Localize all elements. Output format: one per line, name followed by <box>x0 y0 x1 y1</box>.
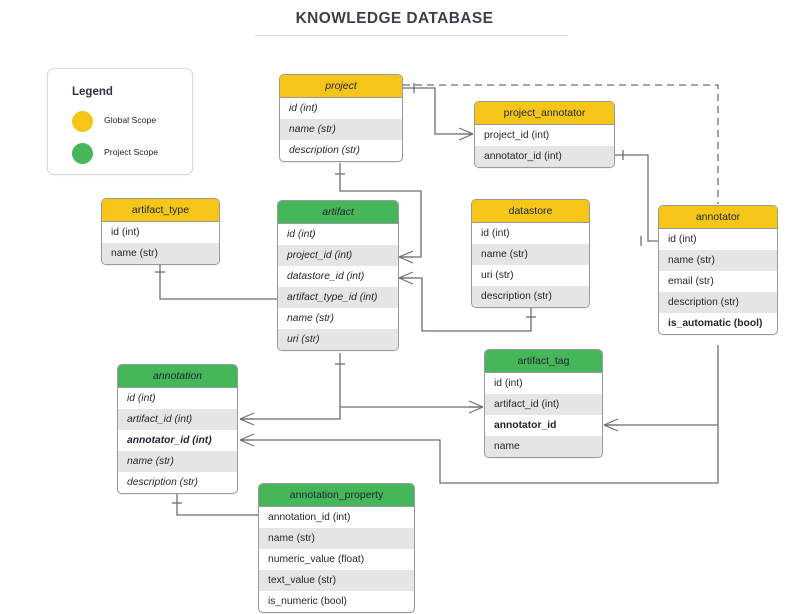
entity-field: text_value (str) <box>259 570 414 591</box>
entity-field: annotator_id <box>494 420 557 431</box>
legend-item-label: Global Scope <box>104 115 157 125</box>
entity-header: artifact_tag <box>485 350 602 373</box>
entity-header: annotator <box>659 206 777 229</box>
entity-field: id (int) <box>481 228 510 239</box>
entity-header: annotation_property <box>259 484 414 507</box>
crowfoot-artifact-datastore_id <box>398 271 414 285</box>
entity-header: project_annotator <box>475 102 614 125</box>
entity-header: datastore <box>472 200 589 223</box>
entity-field: description (str) <box>472 286 589 307</box>
entity-field: description (str) <box>289 145 360 156</box>
crowfoot-annotation-annotator_id <box>239 433 255 447</box>
entity-field: uri (str) <box>481 270 514 281</box>
entity-field: name (str) <box>102 243 219 264</box>
entity-field: name (str) <box>118 451 237 472</box>
entity-annotation-property[interactable]: annotation_property annotation_id (int) … <box>258 483 415 613</box>
crowfoot-artifact-project_id <box>398 250 414 264</box>
entity-field: datastore_id (int) <box>287 271 365 282</box>
entity-project[interactable]: project id (int) name (str) description … <box>279 74 403 162</box>
entity-field: id (int) <box>668 234 697 245</box>
entity-field: uri (str) <box>278 329 398 350</box>
entity-header: artifact_type <box>102 199 219 222</box>
global-scope-swatch-icon <box>72 111 93 132</box>
entity-field: name (str) <box>287 313 334 324</box>
entity-header: project <box>280 75 402 98</box>
legend-title: Legend <box>72 86 113 98</box>
entity-field: id (int) <box>494 378 523 389</box>
entity-field: id (int) <box>127 393 156 404</box>
entity-field: project_id (int) <box>484 130 550 141</box>
legend-panel: Legend Global Scope Project Scope <box>47 68 193 175</box>
entity-project-annotator[interactable]: project_annotator project_id (int) annot… <box>474 101 615 168</box>
entity-field: artifact_type_id (int) <box>278 287 398 308</box>
entity-field: id (int) <box>111 227 140 238</box>
entity-field: annotator_id (int) <box>127 435 212 446</box>
entity-artifact[interactable]: artifact id (int) project_id (int) datas… <box>277 200 399 351</box>
edge-project_annotator-annotator <box>615 154 658 242</box>
entity-field: annotator_id (int) <box>475 146 614 167</box>
entity-field: project_id (int) <box>278 245 398 266</box>
entity-field: name (str) <box>280 119 402 140</box>
edge-annotation-annotator <box>240 345 719 484</box>
entity-field: description (str) <box>127 477 198 488</box>
entity-field: numeric_value (float) <box>268 554 365 565</box>
legend-item-label: Project Scope <box>104 147 159 157</box>
entity-field: name (str) <box>259 528 414 549</box>
entity-field: artifact_id (int) <box>118 409 237 430</box>
entity-field: name (str) <box>659 250 777 271</box>
entity-artifact-type[interactable]: artifact_type id (int) name (str) <box>101 198 220 265</box>
edge-annotation-annotation_property <box>176 492 257 516</box>
entity-field: email (str) <box>668 276 714 287</box>
entity-header: annotation <box>118 365 237 388</box>
title-divider <box>255 35 568 36</box>
entity-field: is_numeric (bool) <box>268 596 347 607</box>
page-title: KNOWLEDGE DATABASE <box>295 10 494 27</box>
crowfoot-artifact_tag-annotator_id <box>603 418 619 432</box>
entity-header: artifact <box>278 201 398 224</box>
project-scope-swatch-icon <box>72 143 93 164</box>
entity-field: id (int) <box>289 103 318 114</box>
crowfoot-artifact_tag-artifact_id <box>468 400 484 414</box>
entity-annotator[interactable]: annotator id (int) name (str) email (str… <box>658 205 778 335</box>
entity-artifact-tag[interactable]: artifact_tag id (int) artifact_id (int) … <box>484 349 603 458</box>
entity-field: name (str) <box>472 244 589 265</box>
entity-field: id (int) <box>287 229 316 240</box>
edge-artifact_type-artifact <box>159 261 277 300</box>
crowfoot-annotation-artifact_id <box>239 412 255 426</box>
entity-field: description (str) <box>659 292 777 313</box>
edge-artifact-annotation <box>240 353 341 420</box>
entity-annotation[interactable]: annotation id (int) artifact_id (int) an… <box>117 364 238 494</box>
entity-field: name <box>485 436 602 457</box>
entity-field: annotation_id (int) <box>268 512 351 523</box>
edge-project-project_annotator <box>403 87 473 135</box>
entity-field: artifact_id (int) <box>485 394 602 415</box>
crowfoot-project_annotator-project_id <box>458 127 474 141</box>
entity-datastore[interactable]: datastore id (int) name (str) uri (str) … <box>471 199 590 308</box>
entity-field: is_automatic (bool) <box>668 318 763 329</box>
